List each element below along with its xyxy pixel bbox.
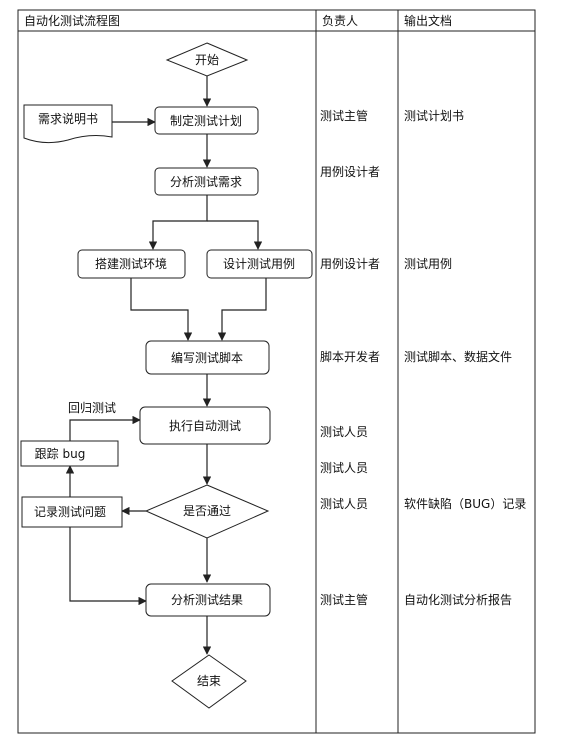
edge-analyze-env xyxy=(148,195,208,250)
node-track-bug-label: 跟踪 bug xyxy=(35,447,86,461)
node-write-scripts xyxy=(145,340,270,375)
owner-run-1: 测试人员 xyxy=(320,424,368,439)
node-analyze-requirements-label: 分析测试需求 xyxy=(170,174,242,189)
node-pass-decision-label: 是否通过 xyxy=(183,504,231,518)
owner-result: 测试主管 xyxy=(320,592,368,607)
node-pass-decision xyxy=(144,484,270,539)
output-scripts: 测试脚本、数据文件 xyxy=(404,349,512,364)
owner-design: 用例设计者 xyxy=(320,257,380,271)
node-test-plan xyxy=(154,106,259,135)
node-analyze-requirements xyxy=(154,167,259,196)
output-bug-record: 软件缺陷（BUG）记录 xyxy=(404,496,526,511)
edge-track-run xyxy=(69,415,141,441)
edges xyxy=(65,75,267,655)
edge-env-script xyxy=(130,278,193,341)
owner-plan: 测试主管 xyxy=(320,108,368,123)
output-cases: 测试用例 xyxy=(404,256,452,271)
output-plan: 测试计划书 xyxy=(404,108,464,123)
table-grid xyxy=(17,9,536,734)
node-start-label: 开始 xyxy=(195,53,219,67)
edge-label-regression: 回归测试 xyxy=(68,400,116,415)
node-analyze-results-label: 分析测试结果 xyxy=(171,592,243,607)
header-flowchart: 自动化测试流程图 xyxy=(24,13,120,28)
edge-design-script xyxy=(217,278,267,341)
node-run-tests-label: 执行自动测试 xyxy=(169,418,241,433)
node-build-env xyxy=(77,249,186,279)
node-design-cases-label: 设计测试用例 xyxy=(223,256,295,271)
output-report: 自动化测试分析报告 xyxy=(404,592,512,607)
node-requirement-doc-label: 需求说明书 xyxy=(38,111,98,126)
node-start xyxy=(165,42,249,77)
table-border xyxy=(17,9,536,734)
edge-analyze-design xyxy=(207,220,263,250)
node-end-label: 结束 xyxy=(197,674,221,688)
node-design-cases xyxy=(206,249,313,279)
owner-analyze: 用例设计者 xyxy=(320,165,380,179)
node-analyze-results xyxy=(145,583,271,617)
node-track-bug xyxy=(20,440,119,467)
header-owner: 负责人 xyxy=(322,14,358,28)
node-end xyxy=(171,654,247,709)
node-record-issues xyxy=(21,496,123,528)
owner-run-2: 测试人员 xyxy=(320,460,368,475)
owner-pass: 测试人员 xyxy=(320,496,368,511)
header-output: 输出文档 xyxy=(404,13,452,28)
owner-script: 脚本开发者 xyxy=(320,349,380,364)
node-build-env-label: 搭建测试环境 xyxy=(95,256,167,271)
node-requirement-doc xyxy=(23,104,113,144)
node-run-tests xyxy=(139,406,271,445)
node-write-scripts-label: 编写测试脚本 xyxy=(171,350,243,365)
edge-record-result xyxy=(69,527,147,606)
node-test-plan-label: 制定测试计划 xyxy=(170,113,242,128)
node-record-issues-label: 记录测试问题 xyxy=(34,504,106,519)
